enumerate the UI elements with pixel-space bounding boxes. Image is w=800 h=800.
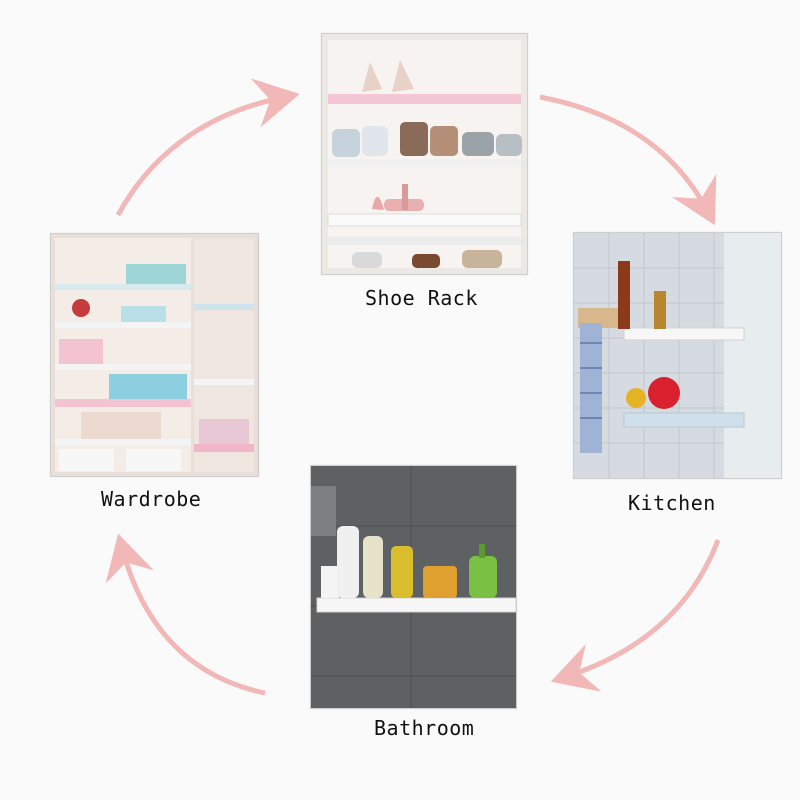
shoe-rack-photo xyxy=(321,33,528,275)
bathroom-label: Bathroom xyxy=(374,716,475,740)
wardrobe-photo xyxy=(50,233,259,477)
arrow-bathroom-to-wardrobe-icon xyxy=(105,533,266,696)
bathroom-photo xyxy=(310,465,517,709)
kitchen-photo xyxy=(573,232,782,479)
shoe-rack-label: Shoe Rack xyxy=(365,286,478,310)
arrow-shoe-rack-to-kitchen-icon xyxy=(539,94,717,226)
arrow-kitchen-to-bathroom-icon xyxy=(550,539,721,692)
arrow-wardrobe-to-shoe-rack-icon xyxy=(115,78,300,217)
wardrobe-label: Wardrobe xyxy=(101,487,202,511)
kitchen-label: Kitchen xyxy=(628,491,716,515)
